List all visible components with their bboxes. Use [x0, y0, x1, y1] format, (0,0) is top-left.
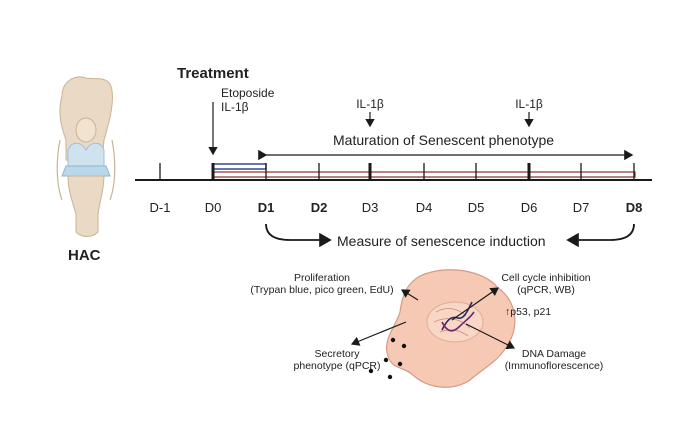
cell-cycle-markers: ↑p53, p21	[505, 306, 552, 318]
measure-curve-left	[265, 223, 332, 248]
proliferation-methods: (Trypan blue, pico green, EdU)	[250, 284, 394, 296]
secretory-label: Secretory phenotype (qPCR)	[294, 348, 381, 372]
day-label: D8	[625, 200, 643, 215]
treatment-bar	[212, 163, 267, 170]
treatment-agent-etoposide: Etoposide	[221, 86, 275, 100]
day-label: D7	[572, 200, 590, 215]
proliferation-title: Proliferation	[293, 272, 351, 284]
il1b-label-d6: IL-1β	[515, 97, 543, 111]
proliferation-arrow	[400, 289, 419, 301]
knee-joint-illustration	[56, 76, 116, 237]
cell-cycle-label: Cell cycle inhibition (qPCR, WB)	[501, 272, 590, 296]
dna-damage-label: DNA Damage (Immunoflorescence)	[505, 348, 604, 372]
day-label: D1	[257, 200, 275, 215]
il1b-label-d3: IL-1β	[356, 97, 384, 111]
day-label: D0	[204, 200, 222, 215]
day-label: D3	[361, 200, 379, 215]
day-label: D6	[520, 200, 538, 215]
hac-label: HAC	[68, 247, 101, 264]
secretory-arrow	[350, 321, 407, 346]
treatment-title: Treatment	[177, 65, 249, 82]
measure-label: Measure of senescence induction	[337, 233, 546, 249]
day-label: D2	[310, 200, 328, 215]
day-label: D4	[415, 200, 433, 215]
secreted-factor-dots	[368, 337, 407, 380]
proliferation-label: Proliferation (Trypan blue, pico green, …	[250, 272, 393, 296]
secretory-methods: phenotype (qPCR)	[293, 360, 381, 372]
day-label: D5	[467, 200, 485, 215]
senescent-cell	[386, 269, 516, 388]
cell-cycle-methods: (qPCR, WB)	[517, 284, 575, 296]
day-label: D-1	[149, 200, 171, 215]
secretory-title: Secretory	[314, 348, 360, 360]
dna-damage-arrow	[465, 323, 516, 350]
cell-cycle-title: Cell cycle inhibition	[501, 272, 591, 284]
dna-damage-methods: (Immunoflorescence)	[504, 360, 604, 372]
treatment-agent-il1b: IL-1β	[221, 100, 249, 114]
timeline-ticks	[159, 163, 635, 181]
dna-damage-title: DNA Damage	[521, 348, 587, 360]
cell-cycle-arrow	[451, 287, 499, 321]
measure-curve-right	[566, 223, 635, 248]
maturation-label: Maturation of Senescent phenotype	[333, 132, 555, 148]
